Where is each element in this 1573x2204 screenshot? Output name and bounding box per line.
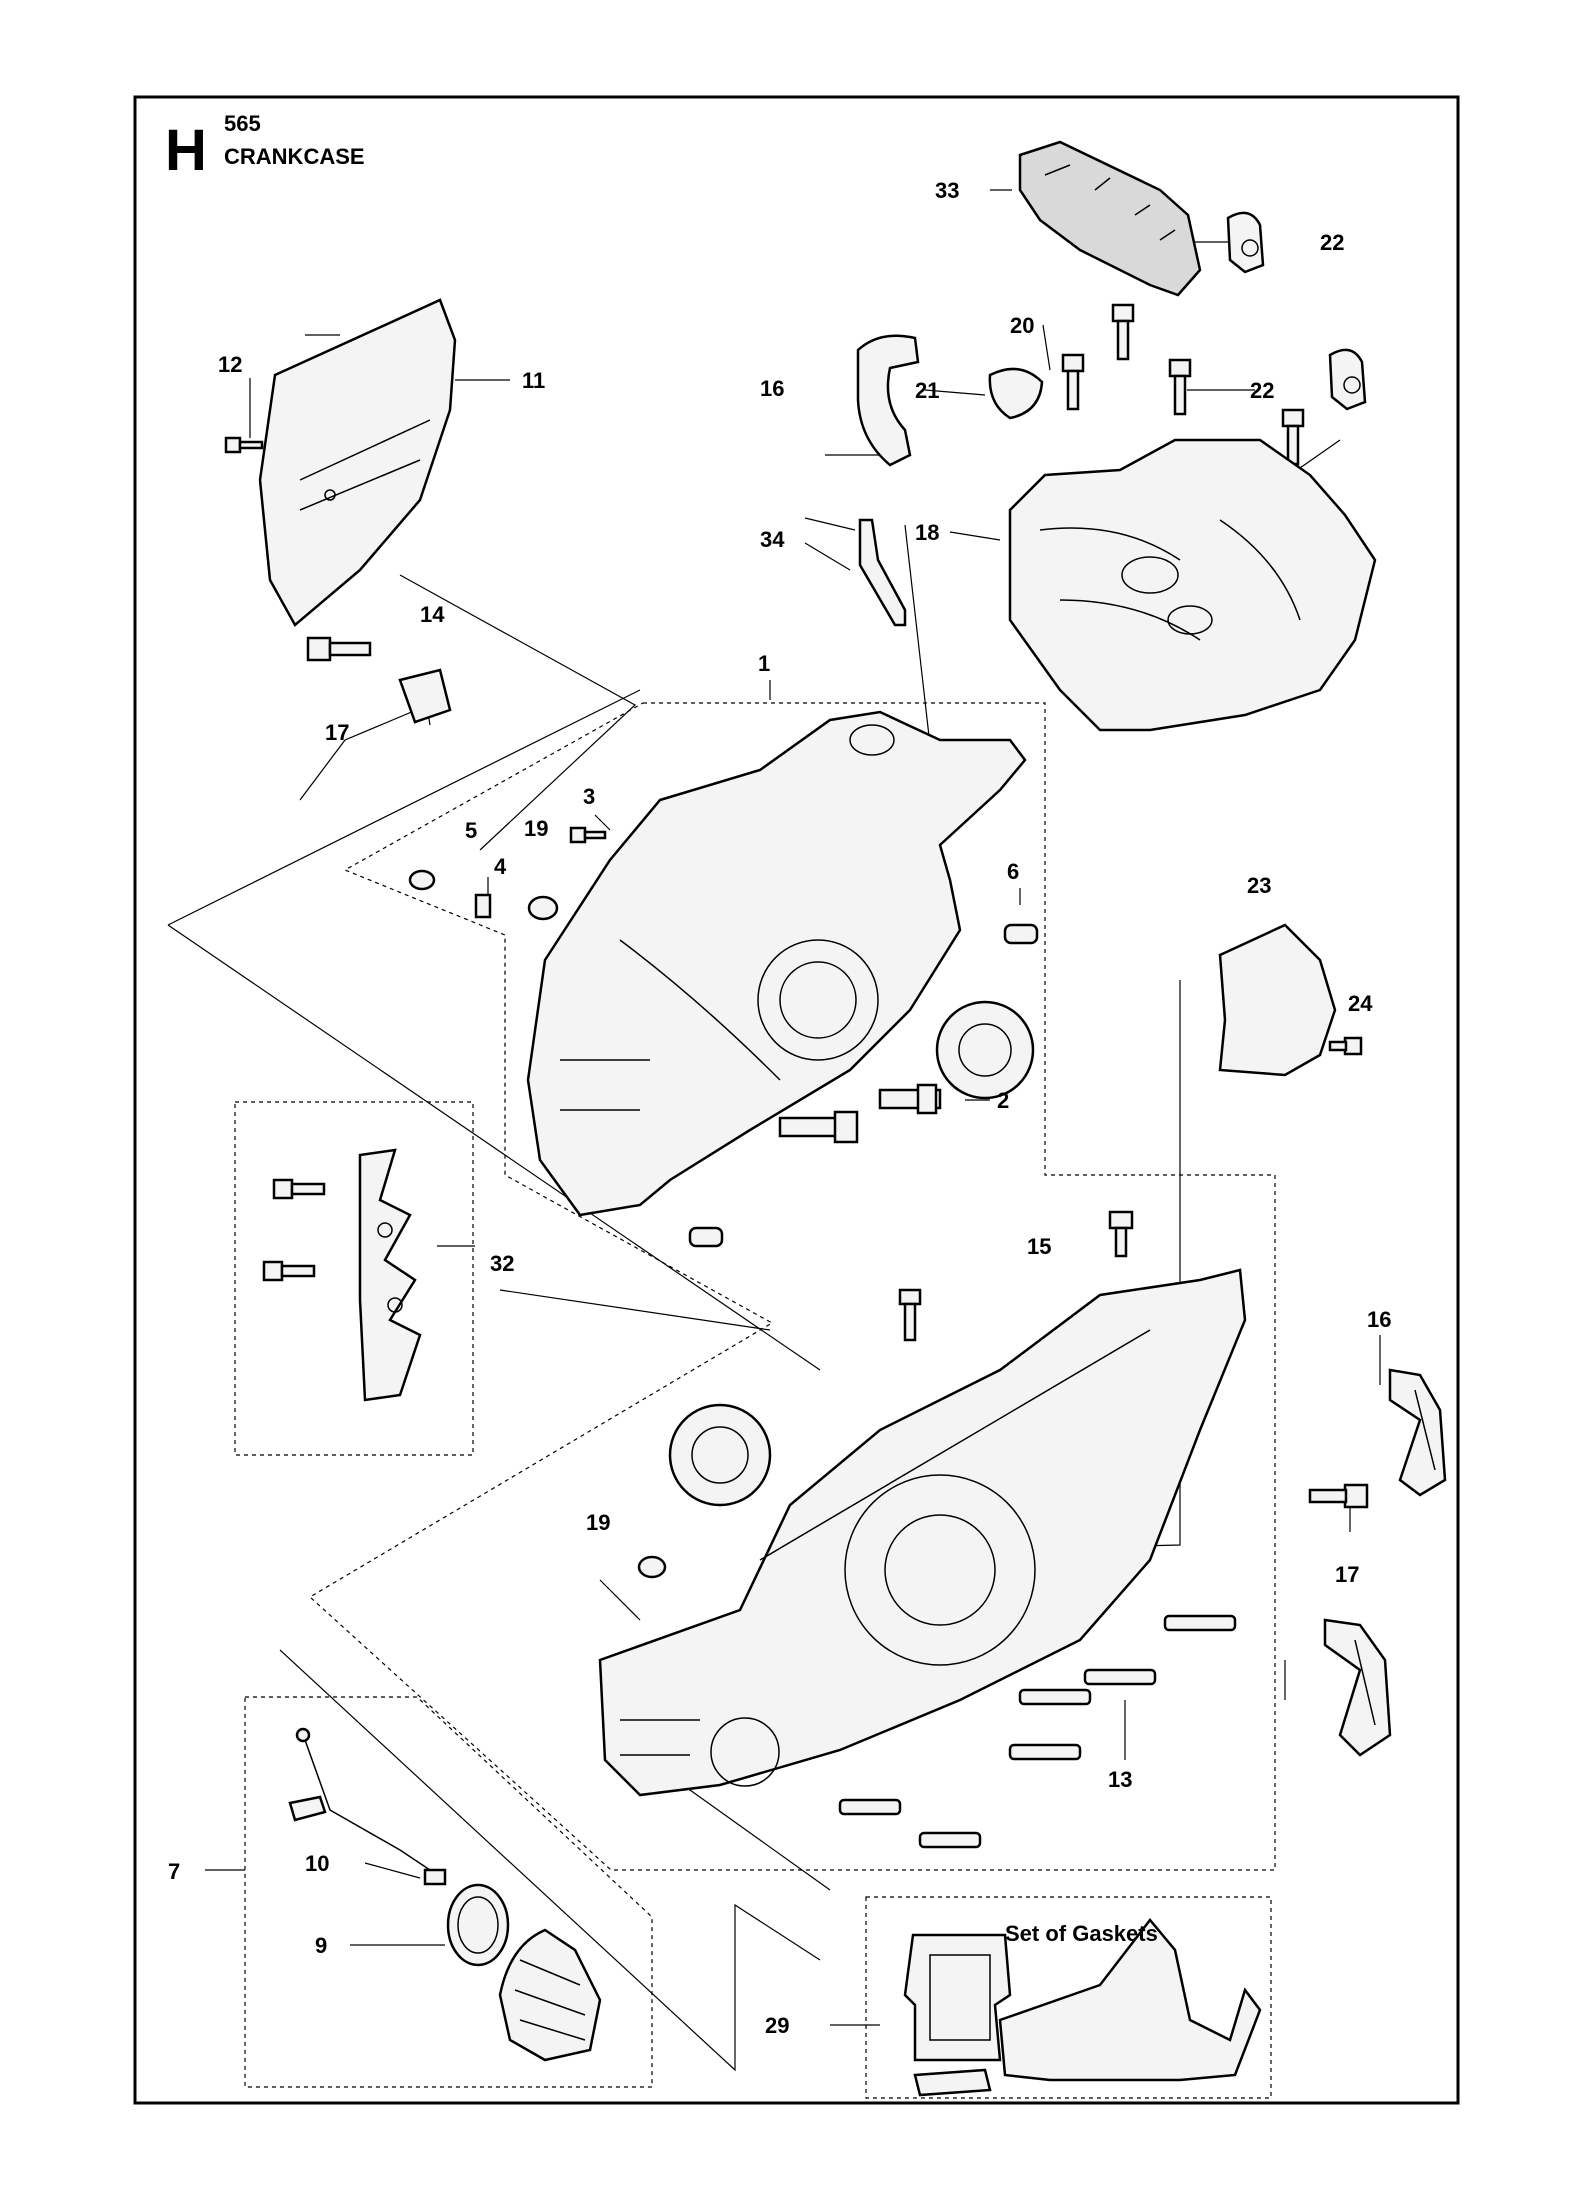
part-19-washer-upper (527, 895, 559, 921)
part-22-clip-upper (1226, 211, 1265, 274)
diagram-frame (133, 95, 1460, 2105)
callout-5: 5 (465, 818, 477, 843)
page-title: CRANKCASE (224, 144, 365, 169)
callout-9: 9 (315, 1933, 327, 1958)
callout-29: 29 (765, 2013, 789, 2038)
part-16-bracket-upper (856, 334, 920, 467)
part-1-crankcase-half (526, 710, 1027, 1217)
callout-18: 18 (915, 520, 939, 545)
callout-1: 1 (758, 651, 770, 676)
part-10-oil-pickup (288, 1727, 447, 1886)
gasket-set-outline (865, 1896, 1272, 2099)
part-11-guard-plate (258, 298, 457, 627)
part-17-bolt-upper (306, 636, 372, 662)
model-number: 565 (224, 111, 261, 136)
callout-19-lower: 19 (586, 1510, 610, 1535)
part-handle-bracket-lower (1323, 1618, 1392, 1757)
gasket-set-label: Set of Gaskets (1005, 1921, 1158, 1946)
part-sleeve-lower (688, 1226, 724, 1248)
callout-6: 6 (1007, 859, 1019, 884)
callout-12: 12 (218, 352, 242, 377)
part-13-bolts (838, 1614, 1237, 1849)
part-18-top-housing (1008, 438, 1377, 732)
part-oil-cap (498, 1928, 602, 2062)
callout-21: 21 (915, 378, 939, 403)
callout-24: 24 (1348, 991, 1373, 1016)
callout-22-lower: 22 (1250, 378, 1274, 403)
callout-16-upper: 16 (760, 376, 784, 401)
part-6-sleeve (1003, 923, 1039, 945)
part-20-bolts (1061, 303, 1305, 466)
callout-32: 32 (490, 1251, 514, 1276)
part-22-clip-lower (1328, 348, 1367, 411)
callout-3: 3 (583, 784, 595, 809)
part-15-screw (1108, 1210, 1134, 1258)
callout-15: 15 (1027, 1234, 1051, 1259)
callout-17-upper: 17 (325, 720, 349, 745)
section-letter: H (165, 118, 207, 183)
part-bearing-lower (668, 1403, 772, 1507)
callout-10: 10 (305, 1851, 329, 1876)
part-24-screw (1328, 1036, 1363, 1056)
callout-33: 33 (935, 178, 959, 203)
callouts: 1 2 3 4 5 6 7 9 10 11 12 13 14 15 16 16 … (168, 178, 1391, 2038)
callout-14: 14 (420, 602, 445, 627)
part-23-cover (1218, 923, 1337, 1077)
part-12-screw (224, 436, 264, 454)
part-33-chain-guide (1018, 140, 1202, 297)
part-21-plug (988, 367, 1044, 420)
part-2-pin-a (878, 1083, 942, 1115)
group-outlines (234, 702, 1276, 2099)
part-16-handle-bracket (1388, 1368, 1447, 1497)
part-14-tab (398, 668, 452, 724)
part-9-seal-ring (446, 1883, 510, 1967)
part-32-spike-bumper (358, 1148, 422, 1402)
callout-13: 13 (1108, 1767, 1132, 1792)
callout-19-upper: 19 (524, 816, 548, 841)
crankcase-assembly-outline (308, 702, 1276, 1871)
part-29-gasket-set (903, 1918, 1262, 2097)
callout-11: 11 (522, 368, 545, 393)
callout-20: 20 (1010, 313, 1034, 338)
callout-16-lower: 16 (1367, 1307, 1391, 1332)
callout-23: 23 (1247, 873, 1271, 898)
part-34-bracket (858, 518, 907, 627)
callout-34: 34 (760, 527, 785, 552)
part-19-washer-lower (637, 1555, 667, 1579)
part-crankcase-half-lower (598, 1268, 1247, 1797)
part-5-cap (408, 869, 436, 891)
callout-17-lower: 17 (1335, 1562, 1359, 1587)
part-screw-center (898, 1288, 922, 1342)
callout-22-upper: 22 (1320, 230, 1344, 255)
part-4-pin (474, 893, 492, 919)
callout-2: 2 (997, 1088, 1009, 1113)
group-7-outline (244, 1696, 653, 2088)
part-3-screw (569, 826, 607, 844)
callout-4: 4 (494, 854, 507, 879)
part-17-bolt-lower (1308, 1483, 1369, 1509)
part-2-pin-b (778, 1110, 859, 1144)
callout-7: 7 (168, 1859, 180, 1884)
part-bearing-upper (935, 1000, 1035, 1100)
part-32-bolts (262, 1178, 326, 1282)
